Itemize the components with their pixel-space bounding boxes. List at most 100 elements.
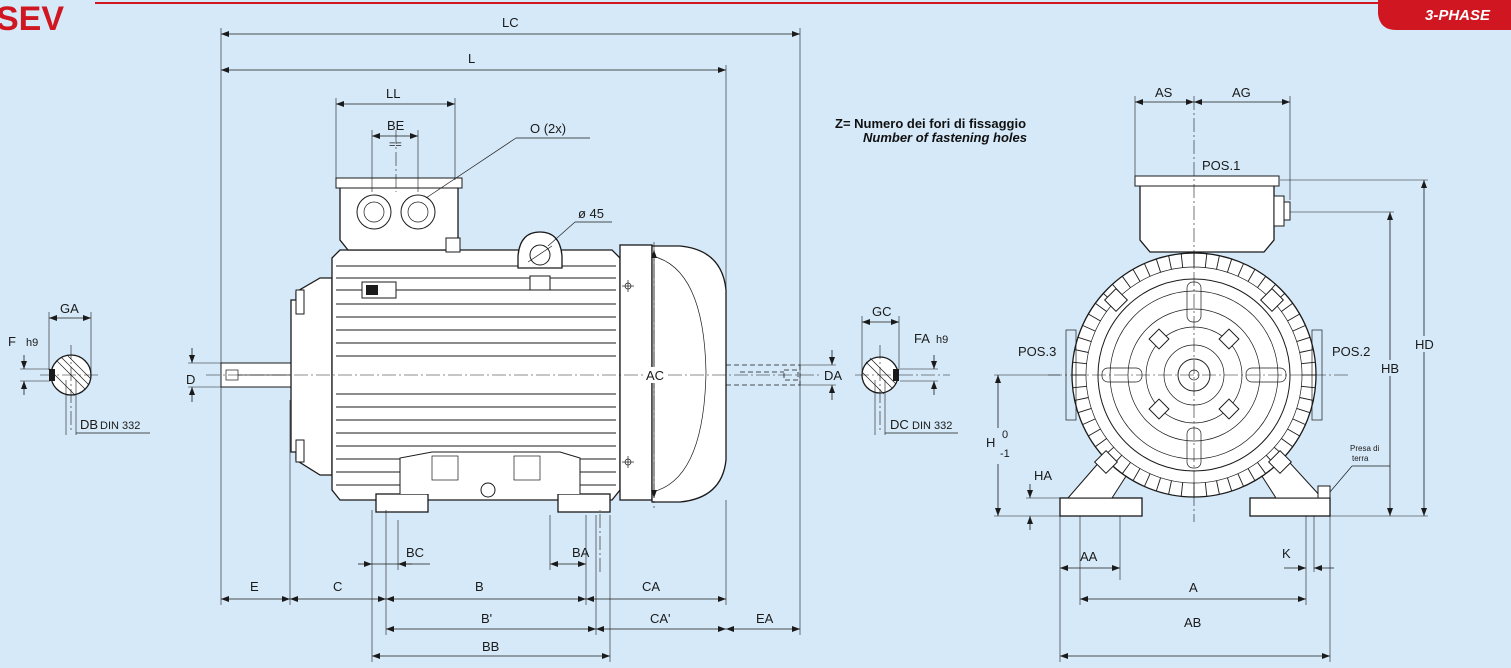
label-FA-h9: h9 [936, 334, 948, 346]
label-AC: AC [646, 368, 664, 383]
front-fin-line [1299, 397, 1314, 401]
side-view-dimensions: LC L LL BE == O (2x) ø 45 D AC [186, 15, 842, 662]
label-DB-din: DIN 332 [100, 420, 140, 432]
front-fin-line [1180, 482, 1184, 497]
front-fin-line [1077, 407, 1092, 414]
label-BC: BC [406, 545, 424, 560]
label-DA: DA [824, 368, 842, 383]
front-fin-line [1216, 480, 1220, 495]
label-F-h9: h9 [26, 337, 38, 349]
front-fin-line [1121, 462, 1131, 474]
label-POS1: POS.1 [1202, 158, 1240, 173]
shaft-section-right: GC FA h9 DC DIN 332 [855, 304, 958, 435]
label-C: C [333, 579, 342, 594]
phase-badge-label: 3-PHASE [1425, 7, 1491, 24]
front-fin-line [1281, 438, 1293, 448]
label-B-prime: B' [481, 611, 492, 626]
front-fin-line [1257, 462, 1267, 474]
label-CA-prime: CA' [650, 611, 671, 626]
front-fin-line [1247, 468, 1256, 481]
front-fin-line [1074, 397, 1089, 401]
front-fin-line [1132, 269, 1141, 282]
front-fin-line [1247, 269, 1256, 282]
front-fin-line [1301, 385, 1316, 389]
front-fin-line [1072, 385, 1087, 389]
label-FA: FA [914, 331, 930, 346]
label-earth-1: Presa di [1350, 444, 1380, 453]
label-BA: BA [572, 545, 590, 560]
label-DB: DB [80, 417, 98, 432]
front-fin-line [1077, 336, 1092, 343]
label-HD: HD [1415, 337, 1434, 352]
label-A: A [1189, 580, 1198, 595]
front-fin-line [1296, 336, 1311, 343]
label-BE: BE [387, 118, 405, 133]
front-fin-line [1168, 255, 1172, 270]
front-fin-line [1292, 324, 1306, 332]
front-fin-line [1216, 255, 1220, 270]
label-AB: AB [1184, 615, 1201, 630]
front-fin-line [1088, 313, 1101, 322]
front-fin-line [1074, 349, 1089, 353]
front-fin-line [1180, 253, 1184, 268]
label-EA: EA [756, 611, 774, 626]
label-F: F [8, 334, 16, 349]
note-line-2: Number of fastening holes [863, 130, 1027, 145]
front-fin-line [1292, 418, 1306, 426]
label-LC: LC [502, 15, 519, 30]
label-AS: AS [1155, 85, 1173, 100]
label-POS3: POS.3 [1018, 344, 1056, 359]
front-fin-line [1237, 473, 1245, 487]
label-AG: AG [1232, 85, 1251, 100]
label-H: H [986, 435, 995, 450]
front-fin-line [1088, 428, 1101, 437]
front-fin-line [1095, 438, 1107, 448]
front-fin-line [1287, 313, 1300, 322]
label-earth-2: terra [1352, 454, 1369, 463]
label-DC-din: DIN 332 [912, 420, 952, 432]
label-DC: DC [890, 417, 909, 432]
label-D: D [186, 372, 195, 387]
label-O-2x: O (2x) [530, 121, 566, 136]
label-HB: HB [1381, 361, 1399, 376]
label-BB: BB [482, 639, 499, 654]
front-fin-line [1168, 480, 1172, 495]
front-fin-line [1237, 263, 1245, 277]
header-bar: SEV 3-PHASE [0, 0, 1511, 38]
front-fin-line [1095, 302, 1107, 312]
label-H-upper-tol: 0 [1002, 429, 1008, 441]
label-POS2: POS.2 [1332, 344, 1370, 359]
label-GA: GA [60, 301, 79, 316]
front-fin-line [1082, 324, 1096, 332]
front-fin-line [1301, 361, 1316, 365]
front-fin-line [1296, 407, 1311, 414]
label-H-lower-tol: -1 [1000, 448, 1010, 460]
front-fin-line [1204, 482, 1208, 497]
shaft-section-left: GA F h9 DB DIN 332 [8, 301, 150, 435]
front-fin-line [1281, 302, 1293, 312]
label-K: K [1282, 546, 1291, 561]
front-fin-line [1143, 263, 1151, 277]
front-fin-line [1143, 473, 1151, 487]
front-fin-line [1257, 276, 1267, 288]
front-fin-line [1155, 477, 1162, 492]
front-fin-line [1072, 361, 1087, 365]
front-fin-line [1132, 468, 1141, 481]
front-fin-line [1226, 258, 1233, 273]
front-fin-line [1121, 276, 1131, 288]
front-fin-line [1155, 258, 1162, 273]
front-fin-line [1082, 418, 1096, 426]
label-GC: GC [872, 304, 892, 319]
label-LL: LL [386, 86, 400, 101]
note-line-1: Z= Numero dei fori di fissaggio [835, 116, 1026, 131]
label-E: E [250, 579, 259, 594]
motor-front-view [1048, 96, 1350, 522]
front-fin-line [1299, 349, 1314, 353]
label-B: B [475, 579, 484, 594]
front-fin-line [1226, 477, 1233, 492]
front-fin-line [1204, 253, 1208, 268]
label-BE-equal: == [389, 139, 402, 151]
label-phi45: ø 45 [578, 206, 604, 221]
